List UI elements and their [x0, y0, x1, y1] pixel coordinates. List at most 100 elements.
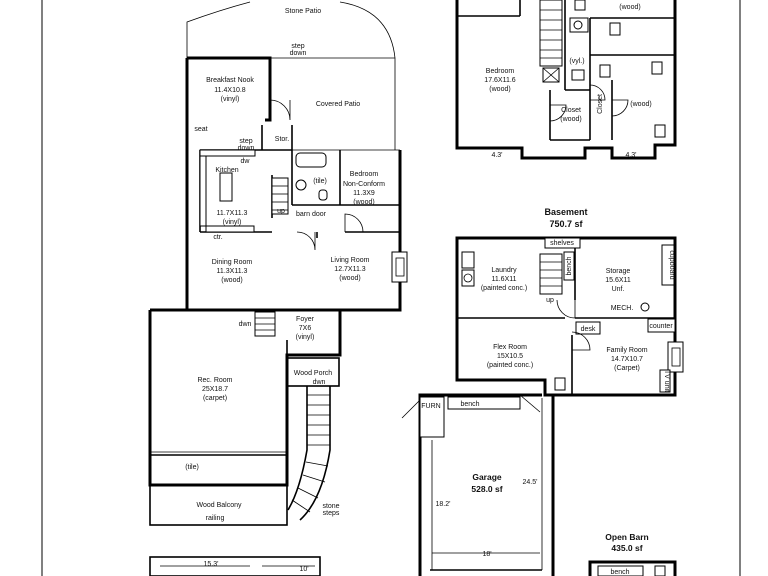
upper-toilet [574, 0, 586, 11]
barn-bench [597, 565, 644, 576]
family-dims: 14.7X10.7 [611, 356, 643, 363]
wood-balcony [149, 484, 288, 526]
desk-label: desk [581, 326, 596, 333]
garage-title: Garage [472, 472, 502, 482]
door-swing [269, 99, 291, 121]
breakfast-nook-finish: (vinyl) [221, 96, 240, 103]
foyer-dims: 7X6 [299, 325, 312, 332]
toilet [318, 189, 328, 201]
stone-label: stone [322, 503, 339, 510]
upper-bedroom-dims: 17.6X11.6 [484, 77, 516, 84]
storage-name: Storage [606, 268, 631, 275]
rec-room-finish: (carpet) [203, 395, 227, 402]
basement-stairs [539, 253, 563, 295]
covered-patio-label: Covered Patio [316, 101, 360, 108]
kitchen-counter-left [199, 155, 207, 227]
barn-post [654, 565, 666, 576]
barn-title: Open Barn [605, 532, 648, 542]
tv-unit-label: TV unit [663, 370, 670, 392]
dwn-label-2: dwn [313, 379, 326, 386]
upper-wood-right: (wood) [630, 101, 651, 108]
up-label: up [277, 208, 285, 215]
exterior-stairs [287, 386, 331, 521]
rec-room-wall [148, 310, 342, 487]
upper-closet-vertical: Closet [597, 94, 604, 114]
basement-fireplace [667, 341, 684, 373]
upper-sink [573, 20, 583, 30]
bathtub [295, 152, 327, 168]
counter-unit [647, 318, 676, 333]
storage-dims: 15.6X11 [605, 277, 631, 284]
dining-dims: 11.3X11.3 [217, 268, 248, 275]
kitchen-island [219, 172, 233, 202]
kitchen-finish: (vinyl) [223, 219, 242, 226]
upper-closet-name: Closet [561, 107, 581, 114]
step-down-label-2: down [238, 145, 255, 152]
rec-room-dims: 25X18.7 [202, 386, 228, 393]
barn-wall [588, 560, 677, 576]
flex-name: Flex Room [493, 344, 527, 351]
stairs-up [271, 177, 289, 215]
dw-label: dw [241, 158, 251, 165]
bedroom-nc-dims: 11.3X9 [353, 190, 375, 197]
breakfast-nook-dims: 11.4X10.8 [214, 87, 246, 94]
basement-up-label: up [546, 297, 554, 304]
family-finish: (Carpet) [614, 365, 640, 372]
kitchen-counter-top [199, 149, 256, 157]
barn-door-label: barn door [296, 211, 327, 218]
closet-shelf [609, 22, 621, 36]
step-label: step [291, 43, 304, 50]
upper-floor-plan: (wood) (vyl.) Bedroom 17.6X11.6 (wood) C… [455, 0, 677, 160]
counter-label: counter [649, 323, 673, 330]
cupboard-unit [661, 244, 675, 286]
garage-door-swing [519, 394, 541, 413]
basement-title: Basement [544, 207, 587, 217]
main-floor-plan: Stone Patio step down Breakfast Nook 11.… [148, 1, 408, 576]
flex-dims: 15X10.5 [497, 353, 523, 360]
upper-wood-top: (wood) [619, 4, 640, 11]
basement-door-swing [556, 299, 576, 319]
cupboard-label: cupboard [668, 250, 675, 279]
living-finish: (wood) [339, 275, 360, 282]
shelves-unit [544, 237, 581, 249]
garage-dim-24-5: 24.5' [523, 479, 538, 486]
kitchen-counter-bottom [205, 225, 255, 233]
dim-15-3-label: 15.3' [204, 561, 219, 568]
basement-exterior-wall [455, 236, 677, 397]
bedroom-nc-name: Bedroom [350, 171, 379, 178]
upper-stairs [539, 0, 563, 83]
storage-finish: Unf. [612, 286, 625, 293]
flex-finish: (painted conc.) [487, 362, 533, 369]
upper-door-swing [549, 104, 567, 122]
furn-box [419, 396, 445, 438]
upper-door-swing [611, 99, 629, 117]
basement-area: 750.7 sf [549, 219, 583, 229]
garage-area: 528.0 sf [471, 484, 502, 494]
living-name: Living Room [331, 257, 370, 264]
shelves-label: shelves [550, 240, 574, 247]
tile-label: (tile) [185, 464, 199, 471]
bedroom-nc-finish: (wood) [353, 199, 374, 206]
closet-shelf [599, 64, 611, 78]
wood-balcony-label: Wood Balcony [196, 502, 242, 509]
desk-unit [575, 321, 601, 335]
closet-shelf [654, 124, 666, 138]
upper-dim-right: 4.3' [625, 152, 636, 159]
upper-dim-left: 4.3' [491, 152, 502, 159]
door-swing [296, 231, 316, 251]
dining-name: Dining Room [212, 259, 253, 266]
steps-label: steps [323, 510, 340, 517]
basement-door-swing [571, 331, 591, 351]
foyer-finish: (vinyl) [296, 334, 315, 341]
laundry-name: Laundry [491, 267, 517, 274]
foyer-name: Foyer [296, 316, 315, 323]
garage-bench-label: bench [460, 401, 479, 408]
main-exterior-wall [185, 56, 402, 312]
barn-bench-label: bench [610, 569, 629, 576]
upper-vyl: (vyl.) [569, 58, 584, 65]
upper-closet-finish: (wood) [560, 116, 581, 123]
barn-area: 435.0 sf [611, 543, 642, 553]
fireplace [391, 251, 408, 283]
laundry-dims: 11.6X11 [491, 276, 516, 283]
